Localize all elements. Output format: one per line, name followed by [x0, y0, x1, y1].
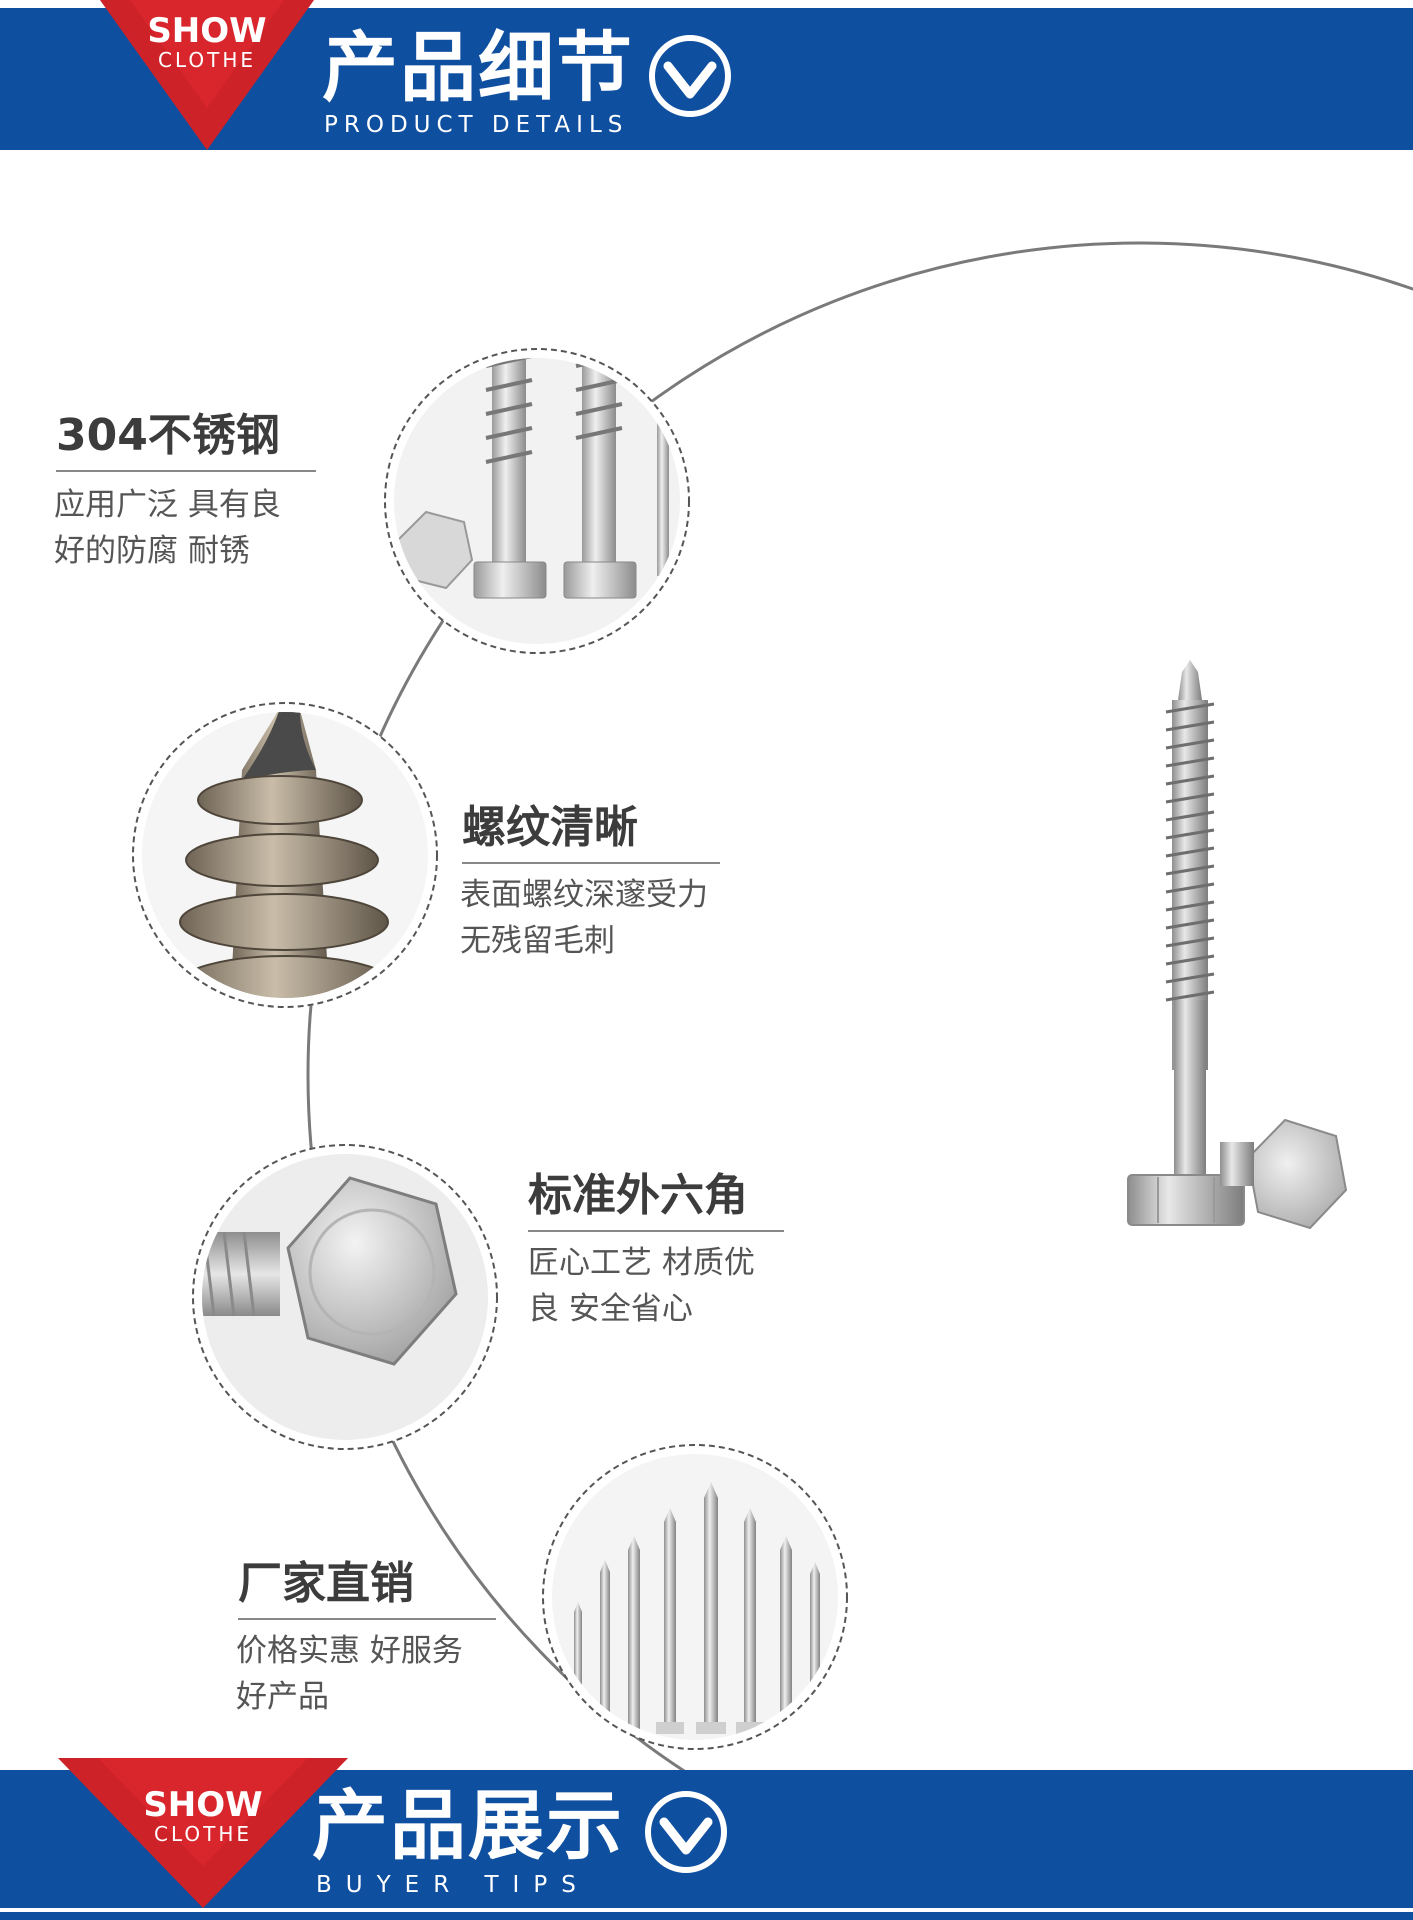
- badge-triangle-icon: [58, 1758, 348, 1908]
- banner-stripe: [0, 150, 1413, 154]
- hex-head-closeup: [192, 1144, 498, 1450]
- feature-rule: [56, 470, 316, 472]
- show-clothe-badge: SHOW CLOTHE: [100, 0, 314, 150]
- page-title: 产品细节: [322, 23, 634, 112]
- thread-closeup: [132, 702, 438, 1008]
- stainless-screws-closeup: [384, 348, 690, 654]
- feature-desc-factory-2: 好产品: [236, 1679, 329, 1715]
- feature-desc-factory-1: 价格实惠 好服务: [236, 1633, 463, 1669]
- section-title: 产品展示: [312, 1781, 624, 1870]
- feature-title-thread: 螺纹清晰: [462, 802, 638, 853]
- badge-triangle-icon: [100, 0, 314, 150]
- badge-clothe-text: CLOTHE: [157, 48, 257, 72]
- feature-desc-hexhead-2: 良 安全省心: [528, 1291, 693, 1327]
- detail-bubble-material: [382, 346, 692, 656]
- feature-title-hexhead: 标准外六角: [528, 1170, 748, 1221]
- feature-desc-hexhead-1: 匠心工艺 材质优: [528, 1245, 755, 1281]
- badge-show-text: SHOW: [147, 11, 267, 51]
- feature-desc-material-2: 好的防腐 耐锈: [54, 533, 250, 569]
- feature-desc-thread-2: 无残留毛刺: [460, 923, 615, 959]
- badge-show-text: SHOW: [143, 1785, 263, 1825]
- feature-rule: [528, 1230, 784, 1232]
- section-subtitle: BUYER TIPS: [316, 1872, 590, 1898]
- lag-screw-product-image: [1127, 660, 1348, 1230]
- chevron-down-icon: [645, 1791, 727, 1873]
- detail-bubble-factory: [540, 1442, 850, 1752]
- chevron-down-icon: [649, 35, 731, 117]
- header-banner: SHOW CLOTHE 产品细节 PRODUCT DETAILS: [0, 0, 1413, 154]
- footer-banner: SHOW CLOTHE 产品展示 BUYER TIPS: [0, 1758, 1413, 1920]
- banner-stripe: [0, 1908, 1413, 1912]
- show-clothe-badge: SHOW CLOTHE: [58, 1758, 348, 1908]
- detail-bubble-thread: [130, 700, 440, 1010]
- feature-rule: [238, 1618, 496, 1620]
- screw-assortment-image: [542, 1444, 848, 1750]
- detail-bubble-hexhead: [190, 1142, 500, 1452]
- feature-rule: [462, 862, 720, 864]
- feature-title-factory: 厂家直销: [238, 1558, 414, 1609]
- feature-desc-material-1: 应用广泛 具有良: [54, 487, 281, 523]
- feature-title-material: 304不锈钢: [56, 410, 280, 461]
- page-subtitle: PRODUCT DETAILS: [324, 112, 629, 138]
- feature-desc-thread-1: 表面螺纹深邃受力: [460, 877, 708, 913]
- badge-clothe-text: CLOTHE: [153, 1822, 253, 1846]
